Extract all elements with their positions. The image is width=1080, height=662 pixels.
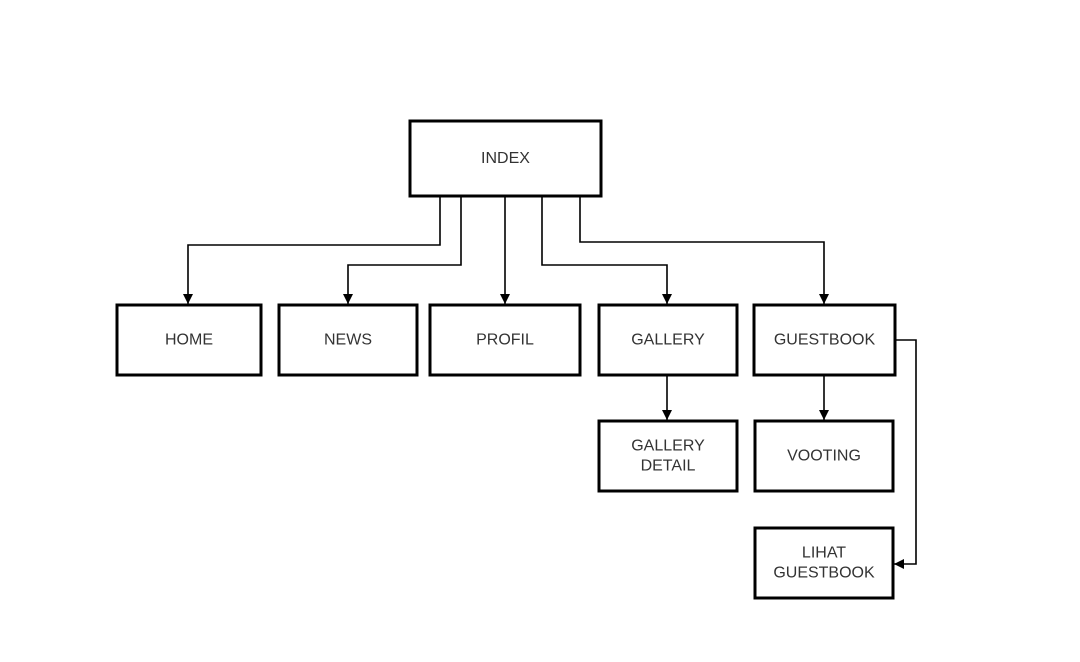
node-box-lihat-guestbook — [753, 526, 895, 600]
node-label-gallery: GALLERY — [631, 332, 705, 349]
node-home: HOME — [115, 303, 263, 377]
node-label-gallery-detail: DETAIL — [641, 458, 696, 475]
connector-index-to-guestbook — [575, 187, 829, 304]
connector-index-to-news — [343, 187, 466, 304]
node-box-news — [277, 303, 419, 377]
node-label-vooting: VOOTING — [787, 448, 861, 465]
connector-index-to-gallery — [537, 187, 672, 304]
node-guestbook: GUESTBOOK — [752, 303, 897, 377]
node-label-guestbook: GUESTBOOK — [774, 332, 876, 349]
node-label-home: HOME — [165, 332, 213, 349]
node-gallery: GALLERY — [597, 303, 739, 377]
node-news: NEWS — [277, 303, 419, 377]
connector-layer — [183, 187, 917, 569]
node-label-index: INDEX — [481, 150, 530, 167]
node-label-lihat-guestbook: LIHAT — [802, 545, 846, 562]
node-index: INDEX — [408, 119, 603, 198]
node-box-gallery — [597, 303, 739, 377]
node-box-home — [115, 303, 263, 377]
node-box-vooting — [753, 419, 895, 493]
node-box-index — [408, 119, 603, 198]
node-box-profil — [428, 303, 582, 377]
node-gallery-detail: GALLERY DETAIL — [597, 419, 739, 493]
node-label-profil: PROFIL — [476, 332, 534, 349]
connector-guestbook-to-lihat-guestbook — [886, 335, 917, 569]
connector-index-to-home — [183, 187, 445, 304]
node-label-lihat-guestbook: GUESTBOOK — [773, 565, 875, 582]
node-lihat-guestbook: LIHAT GUESTBOOK — [753, 526, 895, 600]
node-label-news: NEWS — [324, 332, 372, 349]
node-vooting: VOOTING — [753, 419, 895, 493]
node-layer: INDEX HOME NEWS PROFIL GALLERY GUESTBOOK GALLE… — [115, 119, 897, 600]
node-box-guestbook — [752, 303, 897, 377]
node-label-gallery-detail: GALLERY — [631, 438, 705, 455]
node-box-gallery-detail — [597, 419, 739, 493]
node-profil: PROFIL — [428, 303, 582, 377]
